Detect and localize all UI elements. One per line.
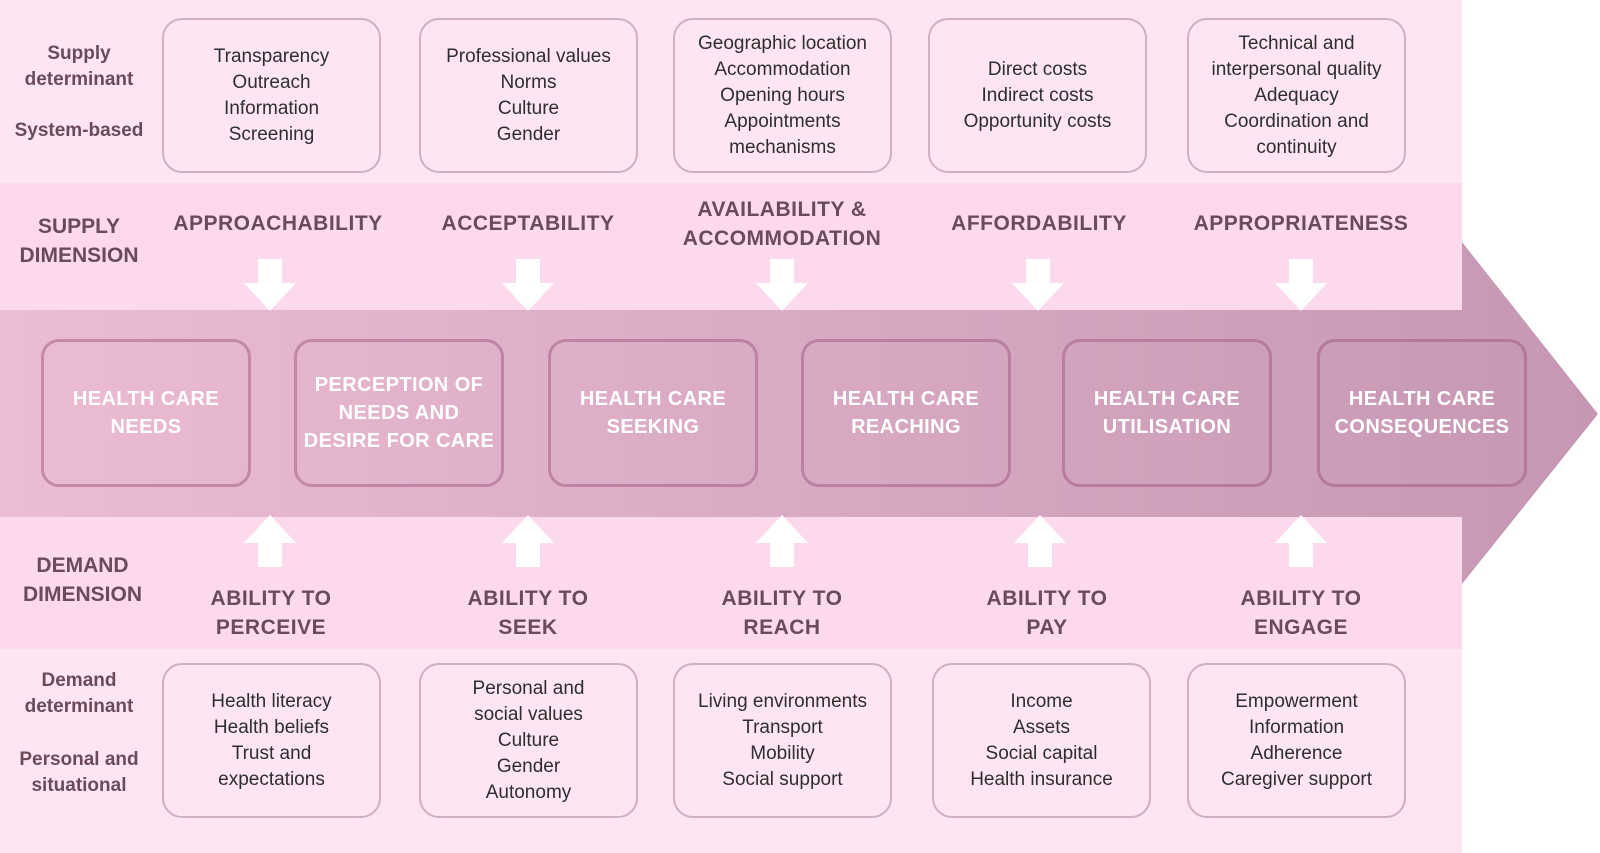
arrow-down-icon — [244, 259, 296, 311]
arrow-up-icon — [1275, 515, 1327, 567]
arrow-up-icon — [244, 515, 296, 567]
supply-dimension-affordability: AFFORDABILITY — [951, 212, 1127, 235]
arrow-down-icon — [1275, 259, 1327, 311]
supply-dimension-acceptability: ACCEPTABILITY — [441, 212, 615, 235]
arrow-up-icon — [502, 515, 554, 567]
supply-dimension-band — [0, 183, 1462, 310]
arrow-up-icon — [1014, 515, 1066, 567]
supply-dimension-availability-accommodation: AVAILABILITY &ACCOMMODATION — [682, 198, 882, 250]
demand-dimension-band — [0, 517, 1462, 649]
demand-determinant-band — [0, 649, 1462, 853]
supply-determinant-band — [0, 0, 1462, 183]
supply-dimension-appropriateness: APPROPRIATENESS — [1193, 212, 1409, 235]
arrow-down-icon — [502, 259, 554, 311]
process-arrow-shape — [0, 242, 1598, 584]
arrow-down-icon — [756, 259, 808, 311]
arrow-up-icon — [756, 515, 808, 567]
supply-system-based-label: System-based — [14, 120, 144, 141]
supply-dimension-approachability: APPROACHABILITY — [173, 212, 383, 235]
arrow-down-icon — [1012, 259, 1064, 311]
